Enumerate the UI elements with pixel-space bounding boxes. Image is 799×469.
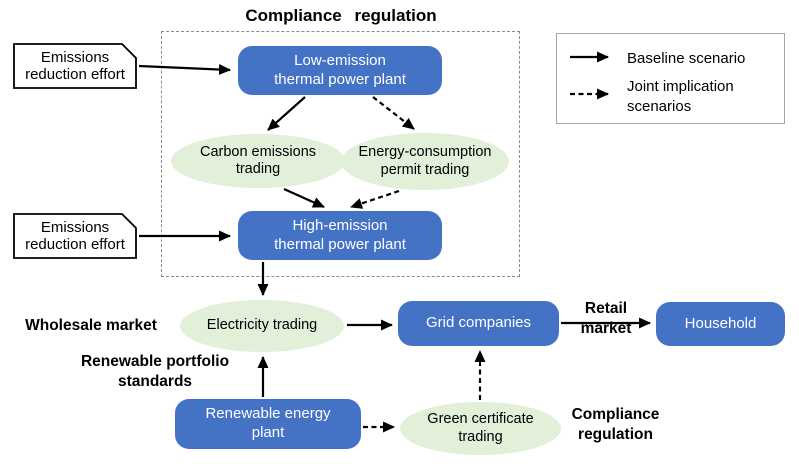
node-green-certificate-trading: Green certificate trading [400,402,561,455]
node-high-emission-thermal-power-plant: High-emission thermal power plant [238,211,442,260]
note-shape-icon [13,43,137,89]
node-emissions-reduction-effort-bottom: Emissions reduction effort [13,213,137,259]
node-label: Emissions reduction effort [25,49,125,83]
node-low-emission-thermal-power-plant: Low-emission thermal power plant [238,46,442,95]
node-renewable-energy-plant: Renewable energy plant [175,399,361,449]
legend-baseline-label: Baseline scenario [627,50,746,67]
diagram-title: Compliance regulation [245,6,437,25]
compliance-regulation-group-box [161,31,520,277]
label-compliance-regulation-bottom: Compliance regulation [571,406,660,444]
legend-joint-label: Joint implication scenarios [627,78,734,115]
node-emissions-reduction-effort-top: Emissions reduction effort [13,43,137,89]
node-carbon-emissions-trading: Carbon emissions trading [171,134,345,188]
label-wholesale-market: Wholesale market [25,317,157,334]
node-electricity-trading: Electricity trading [180,300,344,352]
node-grid-companies: Grid companies [398,301,559,346]
label-renewable-portfolio-standards: Renewable portfolio standards [80,353,230,391]
note-shape-icon [13,213,137,259]
node-label: Emissions reduction effort [25,219,125,253]
legend: Baseline scenario Joint implication scen… [556,33,785,124]
node-household: Household [656,302,785,346]
node-energy-consumption-permit-trading: Energy-consumption permit trading [341,133,509,190]
label-retail-market: Retail market [580,300,632,338]
